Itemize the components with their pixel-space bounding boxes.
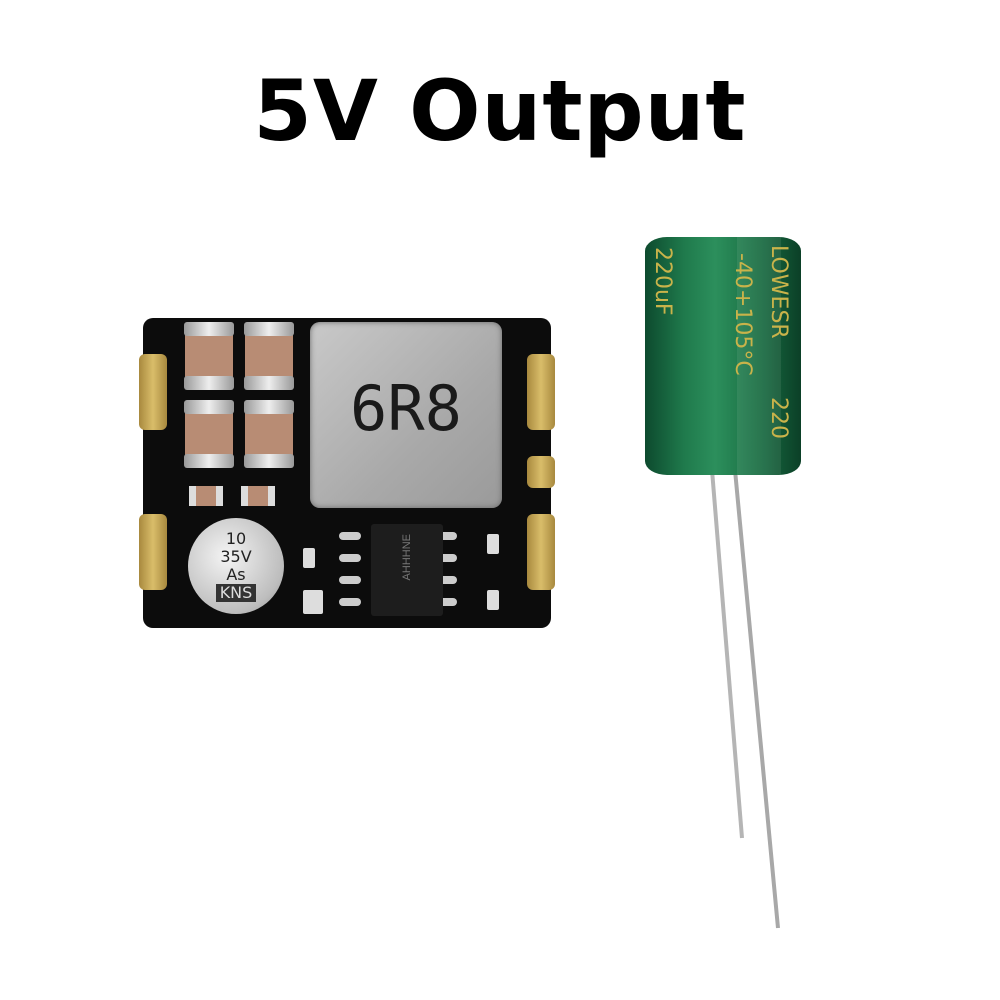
smd-component: [487, 534, 499, 554]
ceramic-capacitor: [184, 322, 234, 390]
ceramic-capacitor: [184, 400, 234, 468]
page-title: 5V Output: [253, 62, 747, 160]
ic-chip: AHHHNE: [371, 524, 443, 616]
solder-pad: [527, 456, 555, 488]
inductor: 6R8: [310, 322, 502, 508]
partial-value-marking: 220: [766, 397, 791, 439]
ceramic-capacitor: [244, 322, 294, 390]
smd-component: [487, 590, 499, 610]
solder-pad: [139, 354, 167, 430]
value-marking: 220uF: [650, 247, 675, 316]
smd-electrolytic-capacitor: 10 35V As KNS: [188, 518, 284, 614]
solder-pad: [139, 514, 167, 590]
cap-marking: KNS: [215, 584, 257, 602]
electrolytic-capacitor: 220uF -40+105°C LOWESR 220: [645, 237, 801, 475]
resistor: [189, 486, 223, 506]
cap-marking: 35V: [220, 547, 252, 566]
ceramic-capacitor: [244, 400, 294, 468]
solder-pad: [527, 354, 555, 430]
resistor: [241, 486, 275, 506]
smd-component: [303, 548, 315, 568]
buck-converter-module: 6R8 10 35V As KNS AHHHNE: [139, 318, 555, 628]
smd-component: [303, 590, 323, 614]
lowesr-marking: LOWESR: [766, 245, 791, 339]
solder-pad: [527, 514, 555, 590]
cap-marking: As: [226, 565, 246, 584]
cap-marking: 10: [225, 529, 247, 548]
temp-marking: -40+105°C: [730, 253, 755, 376]
inductor-marking: 6R8: [350, 372, 462, 445]
